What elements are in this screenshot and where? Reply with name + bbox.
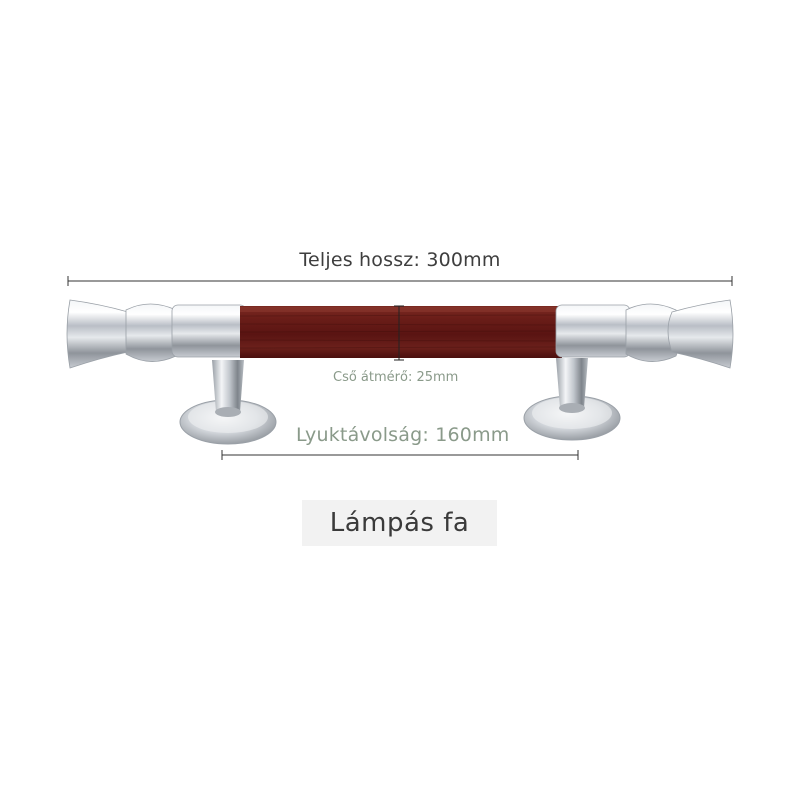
total-length-dimension xyxy=(67,276,733,286)
total-length-label: Teljes hossz: 300mm xyxy=(299,249,501,271)
material-tag: Lámpás fa xyxy=(302,500,497,546)
tube-diameter-dimension xyxy=(394,305,404,361)
hole-spacing-label: Lyuktávolság: 160mm xyxy=(296,424,510,446)
right-mounting-post xyxy=(523,358,621,441)
material-label: Lámpás fa xyxy=(329,508,470,538)
handle-bar xyxy=(66,299,734,369)
tube-diameter-label: Cső átmérő: 25mm xyxy=(333,370,459,385)
left-mounting-post xyxy=(179,360,277,445)
hole-spacing-dimension xyxy=(221,450,579,460)
